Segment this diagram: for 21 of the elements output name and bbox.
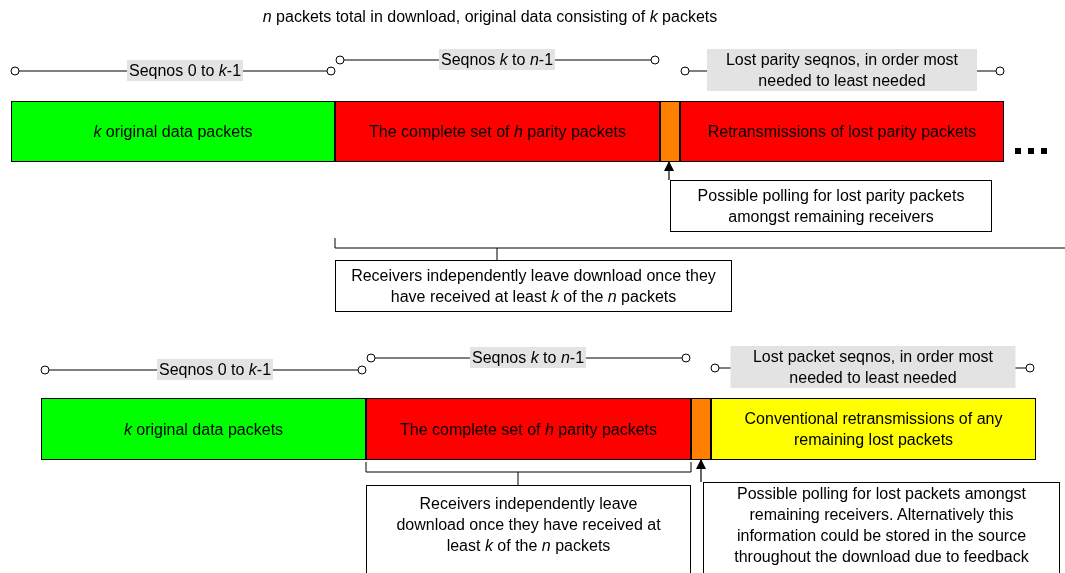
packet-segment: k original data packets xyxy=(11,101,335,162)
sequence-range-label: Seqnos 0 to k-1 xyxy=(126,60,244,81)
arrow xyxy=(664,161,674,181)
packet-segment: The complete set of h parity packets xyxy=(366,398,691,460)
packet-segment: Retransmissions of lost parity packets xyxy=(680,101,1004,162)
sequence-range-label: Lost packet seqnos, in order most needed to least needed xyxy=(730,346,1016,388)
arrow xyxy=(696,459,706,483)
callout-box: Receivers independently leave download once they have received at least k of the n packets xyxy=(366,485,691,573)
sequence-range-label: Lost parity seqnos, in order most needed to least needed xyxy=(707,49,977,91)
callout-box: Possible polling for lost packets amongst remaining receivers. Alternatively this information could be stored in the source throughout the download due to feedback xyxy=(703,482,1060,573)
polling-segment xyxy=(660,101,680,162)
packet-segment: Conventional retransmissions of any remaining lost packets xyxy=(711,398,1036,460)
packet-segment: k original data packets xyxy=(41,398,366,460)
sequence-range-label: Seqnos 0 to k-1 xyxy=(156,359,274,380)
sequence-range-label: Seqnos k to n-1 xyxy=(438,49,556,70)
callout-box: Receivers independently leave download once they have received at least k of the n packets xyxy=(335,260,732,312)
polling-segment xyxy=(691,398,711,460)
sequence-range-label: Seqnos k to n-1 xyxy=(469,347,587,368)
packet-segment: The complete set of h parity packets xyxy=(335,101,660,162)
callout-box: Possible polling for lost parity packets amongst remaining receivers xyxy=(670,180,992,232)
diagram-title: n packets total in download, original data consisting of k packets xyxy=(261,8,719,26)
